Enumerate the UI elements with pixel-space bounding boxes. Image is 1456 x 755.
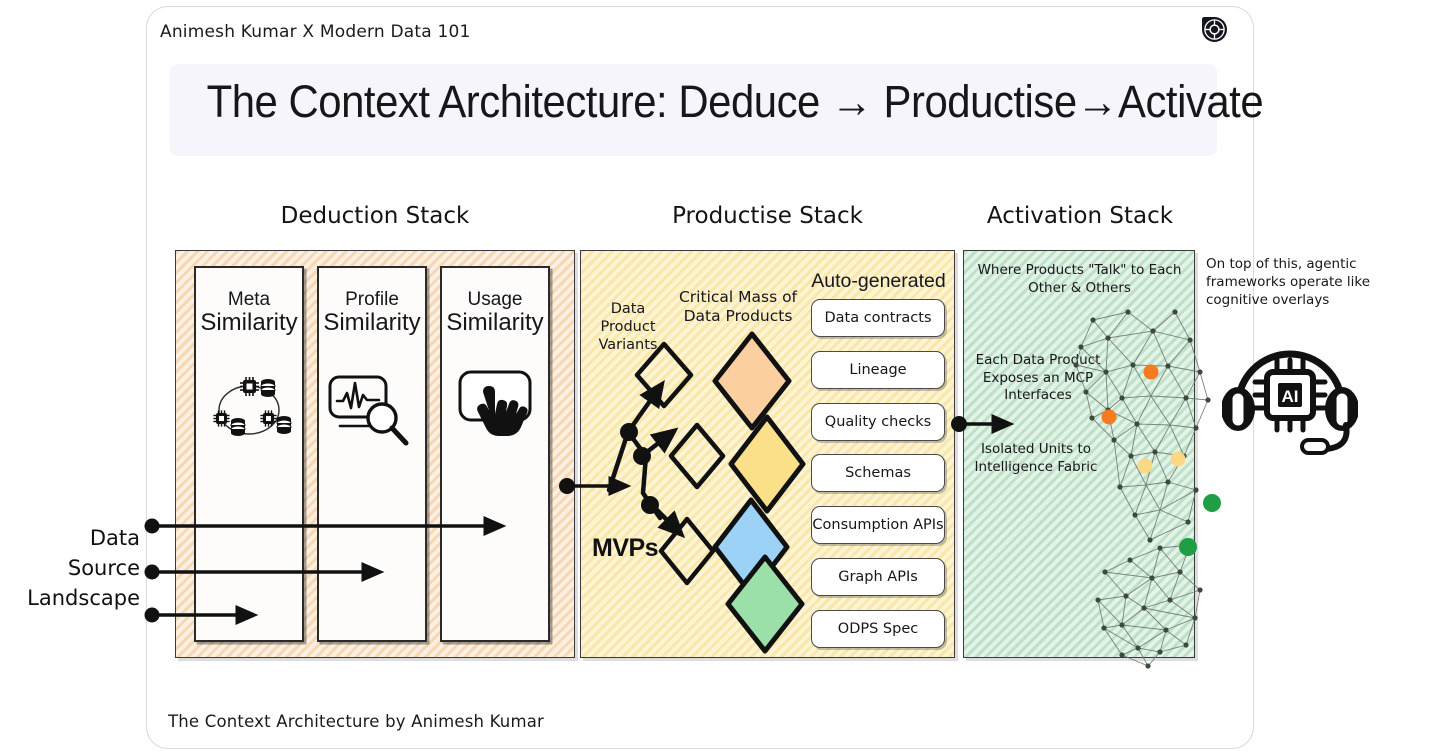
heading-productise-stack: Productise Stack bbox=[672, 203, 863, 229]
pill-quality-checks[interactable]: Quality checks bbox=[811, 403, 945, 441]
footer-caption: The Context Architecture by Animesh Kuma… bbox=[168, 712, 545, 731]
label-critical-mass: Critical Mass of Data Products bbox=[678, 288, 798, 325]
card-meta-similarity-title: Meta Similarity bbox=[200, 289, 298, 337]
card-profile-similarity-title: Profile Similarity bbox=[323, 289, 421, 337]
modern-data-101-logo-icon bbox=[1201, 16, 1228, 43]
title-banner bbox=[170, 64, 1217, 156]
ai-chip-headset-icon: AI bbox=[1221, 330, 1359, 458]
page-title: The Context Architecture: Deduce → Produ… bbox=[206, 76, 1264, 127]
note-products-talk: Where Products "Talk" to Each Other & Ot… bbox=[977, 262, 1182, 296]
heading-activation-stack: Activation Stack bbox=[986, 203, 1174, 229]
card-usage-similarity-title: Usage Similarity bbox=[446, 289, 544, 337]
note-mcp-interfaces: Each Data Product Exposes an MCP Interfa… bbox=[975, 352, 1101, 404]
pill-consumption-apis[interactable]: Consumption APIs bbox=[811, 506, 945, 544]
pill-schemas[interactable]: Schemas bbox=[811, 454, 945, 492]
card-profile-similarity[interactable]: Profile Similarity bbox=[317, 266, 427, 642]
pointing-hand-icon bbox=[442, 364, 548, 454]
svg-text:AI: AI bbox=[1282, 387, 1299, 406]
label-auto-generated: Auto-generated bbox=[811, 270, 946, 292]
card-meta-similarity[interactable]: Meta Similarity bbox=[194, 266, 304, 642]
pill-graph-apis[interactable]: Graph APIs bbox=[811, 558, 945, 596]
card-usage-similarity[interactable]: Usage Similarity bbox=[440, 266, 550, 642]
label-data-source-landscape: Data Source Landscape bbox=[27, 526, 140, 610]
pill-lineage[interactable]: Lineage bbox=[811, 351, 945, 389]
note-intelligence-fabric: Isolated Units to Intelligence Fabric bbox=[974, 441, 1098, 475]
database-network-icon bbox=[196, 364, 302, 454]
heading-deduction-stack: Deduction Stack bbox=[280, 203, 470, 229]
pill-odps-spec[interactable]: ODPS Spec bbox=[811, 610, 945, 648]
brand-title: Animesh Kumar X Modern Data 101 bbox=[160, 22, 471, 42]
note-agentic-overlays: On top of this, agentic frameworks opera… bbox=[1206, 256, 1371, 308]
pill-data-contracts[interactable]: Data contracts bbox=[811, 299, 945, 337]
label-mvps: MVPs bbox=[592, 534, 659, 562]
label-data-product-variants: Data Product Variants bbox=[598, 301, 658, 354]
waveform-magnifier-icon bbox=[319, 364, 425, 454]
